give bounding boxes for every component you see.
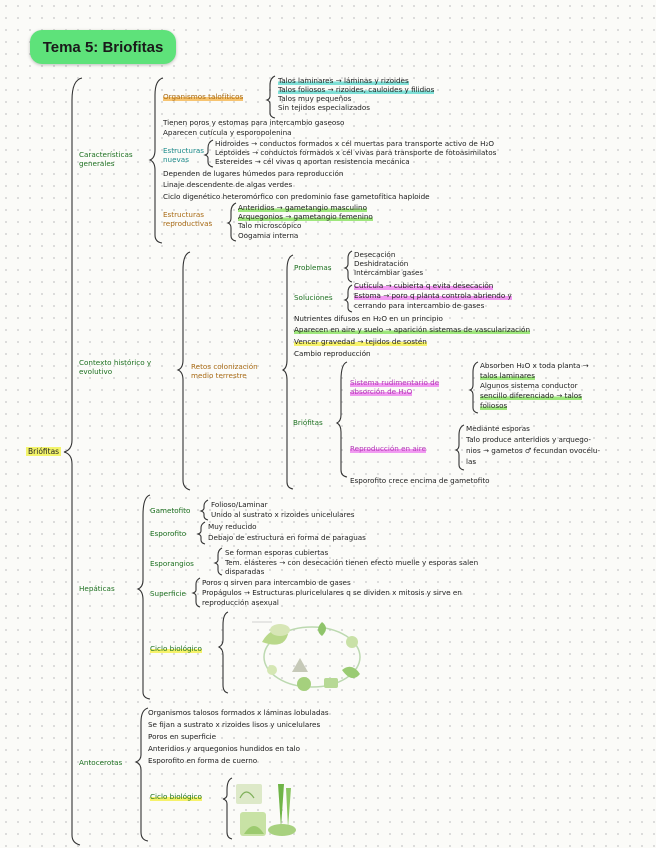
- repro-aire-item-1: Mediante esporas: [466, 424, 530, 433]
- antocerotas-item-3: Poros en superficie: [148, 732, 217, 741]
- antocerotas-cycle-image: [234, 778, 306, 842]
- organismos-item-1: Talos laminares → láminas y rizoides: [278, 76, 409, 85]
- antocerotas-item-1: Organismos talosos formados x láminas lo…: [148, 708, 329, 717]
- linaje-text: Linaje descendente de algas verdes: [163, 180, 293, 189]
- gametofito-item-1: Folioso/Laminar: [211, 500, 268, 509]
- esporofito-item-2: Debajo de estructura en forma de paragua…: [208, 533, 366, 542]
- sistema-label: Sistema rudimentario de absorción de H₂O: [350, 378, 440, 396]
- esporangios-item-2: Tem. elásteres → con desecación tienen e…: [225, 558, 479, 567]
- soluciones-item-2: Estoma → poro q planta controla abriendo…: [354, 291, 512, 300]
- organismos-item-2: Talos foliosos → rizoides, cauloides y f…: [278, 85, 435, 94]
- gametofito-label: Gametofito: [150, 506, 191, 515]
- repro-item-4: Oogamia interna: [238, 231, 299, 240]
- repro-item-2: Arquegonios → gametangio femenino: [238, 212, 373, 221]
- esporofito-label: Esporofito: [150, 529, 187, 538]
- sistema-item-1: Absorben H₂O x toda planta →: [480, 361, 589, 370]
- caracteristicas-label: Características generales: [79, 150, 133, 168]
- ciclo-hepaticas-label: Ciclo biológico: [150, 644, 202, 653]
- problemas-label: Problemas: [294, 263, 332, 272]
- repro-aire-item-4: las: [466, 457, 477, 466]
- repro-aire-item-3: nios → gametos ♂ fecundan ovocélu-: [466, 446, 601, 455]
- sistema-item-2: talos laminares: [480, 371, 535, 380]
- cambio-text: Cambio reproducción: [294, 349, 371, 358]
- superficie-item-2: Propágulos → Estructuras pluricelulares …: [202, 588, 462, 597]
- soluciones-item-1: Cutícula → cubierta q evita desecación: [354, 281, 494, 290]
- hepaticas-label: Hepáticas: [79, 584, 115, 593]
- esporofito-item-1: Muy reducido: [208, 522, 257, 531]
- problemas-item-2: Deshidratación: [354, 259, 409, 268]
- sistema-item-3: Algunos sistema conductor: [480, 381, 578, 390]
- estructuras-label: Estructuras nuevas: [163, 146, 205, 164]
- esporofito-crece-text: Esporofito crece encima de gametofito: [350, 476, 490, 485]
- antocerotas-item-5: Esporofito en forma de cuerno: [148, 756, 258, 765]
- sistema-item-4: sencillo diferenciado → talos: [480, 391, 582, 400]
- organismos-label: Organismos talofíticos: [163, 92, 244, 101]
- repro-item-3: Talo microscópico: [238, 221, 302, 230]
- contexto-label: Contexto histórico y evolutivo: [79, 358, 152, 376]
- soluciones-item-3: cerrando para intercambio de gases: [354, 301, 485, 310]
- gametofito-item-2: Unido al sustrato x rizoides unicelulare…: [211, 510, 355, 519]
- repro-item-1: Anteridios → gametangio masculino: [238, 203, 367, 212]
- esporangios-item-3: disparadas: [225, 567, 265, 576]
- superficie-label: Superficie: [150, 589, 186, 598]
- repro-label: Estructuras reproductivas: [163, 210, 213, 228]
- superficie-item-1: Poros q sirven para intercambio de gases: [202, 578, 351, 587]
- hepaticas-cycle-image: [232, 612, 372, 698]
- vencer-text: Vencer gravedad → tejidos de sostén: [294, 337, 427, 346]
- organismos-item-3: Talos muy pequeños: [278, 94, 352, 103]
- estructuras-item-1: Hidroides → conductos formados x cél mue…: [215, 139, 495, 148]
- ciclo-antocerotas-label: Ciclo biológico: [150, 792, 202, 801]
- nutrientes-text: Nutrientes difusos en H₂O en un principi…: [294, 314, 443, 323]
- superficie-item-3: reproducción asexual: [202, 598, 279, 607]
- soluciones-label: Soluciones: [294, 293, 333, 302]
- antocerotas-label: Antocerotas: [79, 758, 123, 767]
- organismos-item-4: Sin tejidos especializados: [278, 103, 371, 112]
- sistema-item-5: foliosos: [480, 401, 508, 410]
- root-label: Briófitas: [26, 447, 62, 456]
- esporangios-label: Esporangios: [150, 559, 194, 568]
- estructuras-item-3: Estereides → cél vivas q aportan resiste…: [215, 157, 410, 166]
- page-title: Tema 5: Briofitas: [30, 30, 176, 64]
- dependen-text: Dependen de lugares húmedos para reprodu…: [163, 169, 344, 178]
- estructuras-item-2: Leptoides → conductos formados x cél viv…: [215, 148, 497, 157]
- antocerotas-item-4: Anteridios y arquegonios hundidos en tal…: [148, 744, 300, 753]
- briofitas-label: Briófitas: [293, 418, 323, 427]
- retos-label: Retos colonización medio terrestre: [191, 362, 258, 380]
- cuticula-text: Aparecen cutícula y esporopolenina: [163, 128, 292, 137]
- antocerotas-item-2: Se fijan a sustrato x rizoides lisos y u…: [148, 720, 321, 729]
- aparecen-text: Aparecen en aire y suelo → aparición sis…: [294, 325, 531, 334]
- esporangios-item-1: Se forman esporas cubiertas: [225, 548, 329, 557]
- repro-aire-item-2: Talo produce anteridios y arquego-: [466, 435, 591, 444]
- problemas-item-3: Intercambiar gases: [354, 268, 424, 277]
- ciclo-text: Ciclo digenético heteromórfico con predo…: [163, 192, 430, 201]
- repro-aire-label: Reproducción en aire: [350, 444, 426, 453]
- poros-text: Tienen poros y estomas para intercambio …: [163, 118, 345, 127]
- problemas-item-1: Desecación: [354, 250, 396, 259]
